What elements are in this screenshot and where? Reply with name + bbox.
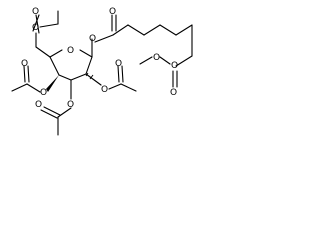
atom-o-carbonyl-chain: O [109,7,116,17]
acetyl-2 [85,65,137,92]
atom-o-ring: O [67,46,74,56]
acetyl-6 [32,10,59,48]
acetyl-4 [11,65,59,93]
atom-o-ester-4: O [40,88,47,98]
atom-o-ester-6: O [32,23,39,33]
structure-diagram: O O O O O O O O O O O O O O [0,0,206,152]
atom-labels: O O O O O O O O O O O O O O [21,7,178,110]
atom-o-carbonyl-3: O [35,100,42,110]
atom-o-carbonyl-6: O [32,7,39,17]
atom-o-carbonyl-4: O [21,59,28,69]
molecule-drawing: O O O O O O O O O O O O O O [11,7,193,136]
atom-o-carbonyl-methylester: O [170,88,177,98]
suberate-chain [91,14,193,88]
hashed-bonds [85,72,94,80]
acetyl-3 [40,79,72,136]
atom-o-ester-chain: O [171,61,178,71]
atom-o-carbonyl-2: O [115,59,122,69]
atom-o-ester-2: O [101,85,108,95]
atom-o-methylester: O [153,53,160,63]
atom-o-anomeric: O [89,34,96,44]
atom-o-ester-3: O [67,100,74,110]
pyranose-ring [35,46,93,81]
